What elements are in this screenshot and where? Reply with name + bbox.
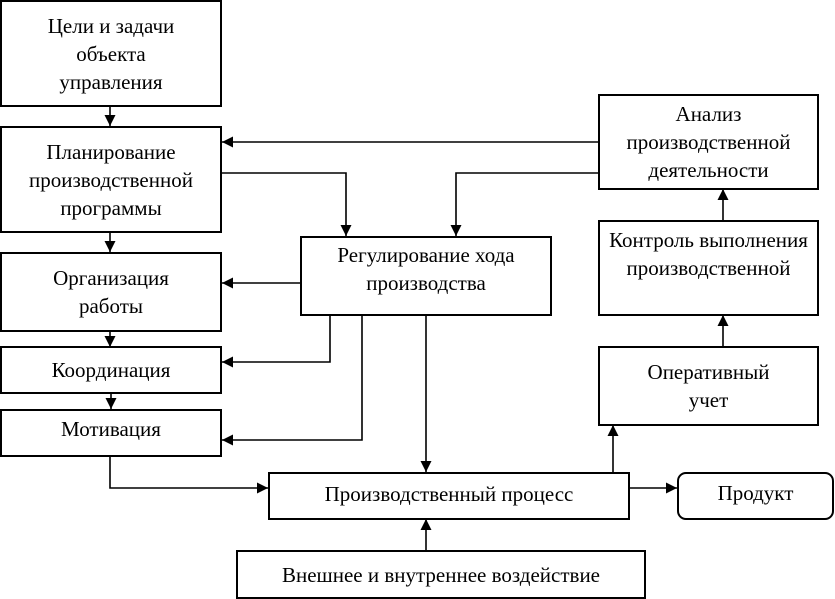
- node-analysis-label: Анализ производственной деятельности: [626, 102, 791, 182]
- node-motivation[interactable]: Мотивация: [0, 409, 222, 457]
- edge-planning-regulation: [221, 172, 352, 236]
- node-goals[interactable]: Цели и задачи объекта управления: [0, 0, 222, 107]
- node-coordination-label: Координация: [51, 358, 171, 382]
- node-accounting[interactable]: Оперативный учет: [598, 346, 819, 426]
- node-process-label: Производственный процесс: [324, 482, 574, 506]
- node-control[interactable]: Контроль выполнения производственной: [598, 220, 819, 316]
- node-planning[interactable]: Планирование производственной программы: [0, 126, 222, 233]
- node-motivation-label: Мотивация: [61, 417, 161, 441]
- node-goals-label: Цели и задачи объекта управления: [47, 13, 175, 94]
- node-influence[interactable]: Внешнее и внутреннее воздействие: [236, 550, 646, 599]
- node-organization-label: Организация работы: [53, 266, 169, 318]
- node-regulation-label: Регулирование хода производства: [337, 243, 515, 295]
- edge-analysis-regulation: [450, 172, 599, 236]
- edge-regulation-coordination: [222, 315, 331, 368]
- node-product[interactable]: Продукт: [677, 472, 834, 520]
- node-regulation[interactable]: Регулирование хода производства: [300, 236, 552, 316]
- node-accounting-label: Оперативный учет: [647, 360, 770, 412]
- node-control-label: Контроль выполнения производственной: [609, 228, 808, 280]
- node-product-label: Продукт: [717, 481, 794, 505]
- node-influence-label: Внешнее и внутреннее воздействие: [281, 562, 601, 587]
- node-process[interactable]: Производственный процесс: [268, 472, 630, 520]
- node-planning-label: Планирование производственной программы: [29, 139, 193, 220]
- edge-regulation-motivation: [222, 315, 363, 446]
- edge-motivation-process: [109, 456, 268, 494]
- node-coordination[interactable]: Координация: [0, 346, 222, 394]
- node-analysis[interactable]: Анализ производственной деятельности: [598, 94, 819, 190]
- node-organization[interactable]: Организация работы: [0, 252, 222, 332]
